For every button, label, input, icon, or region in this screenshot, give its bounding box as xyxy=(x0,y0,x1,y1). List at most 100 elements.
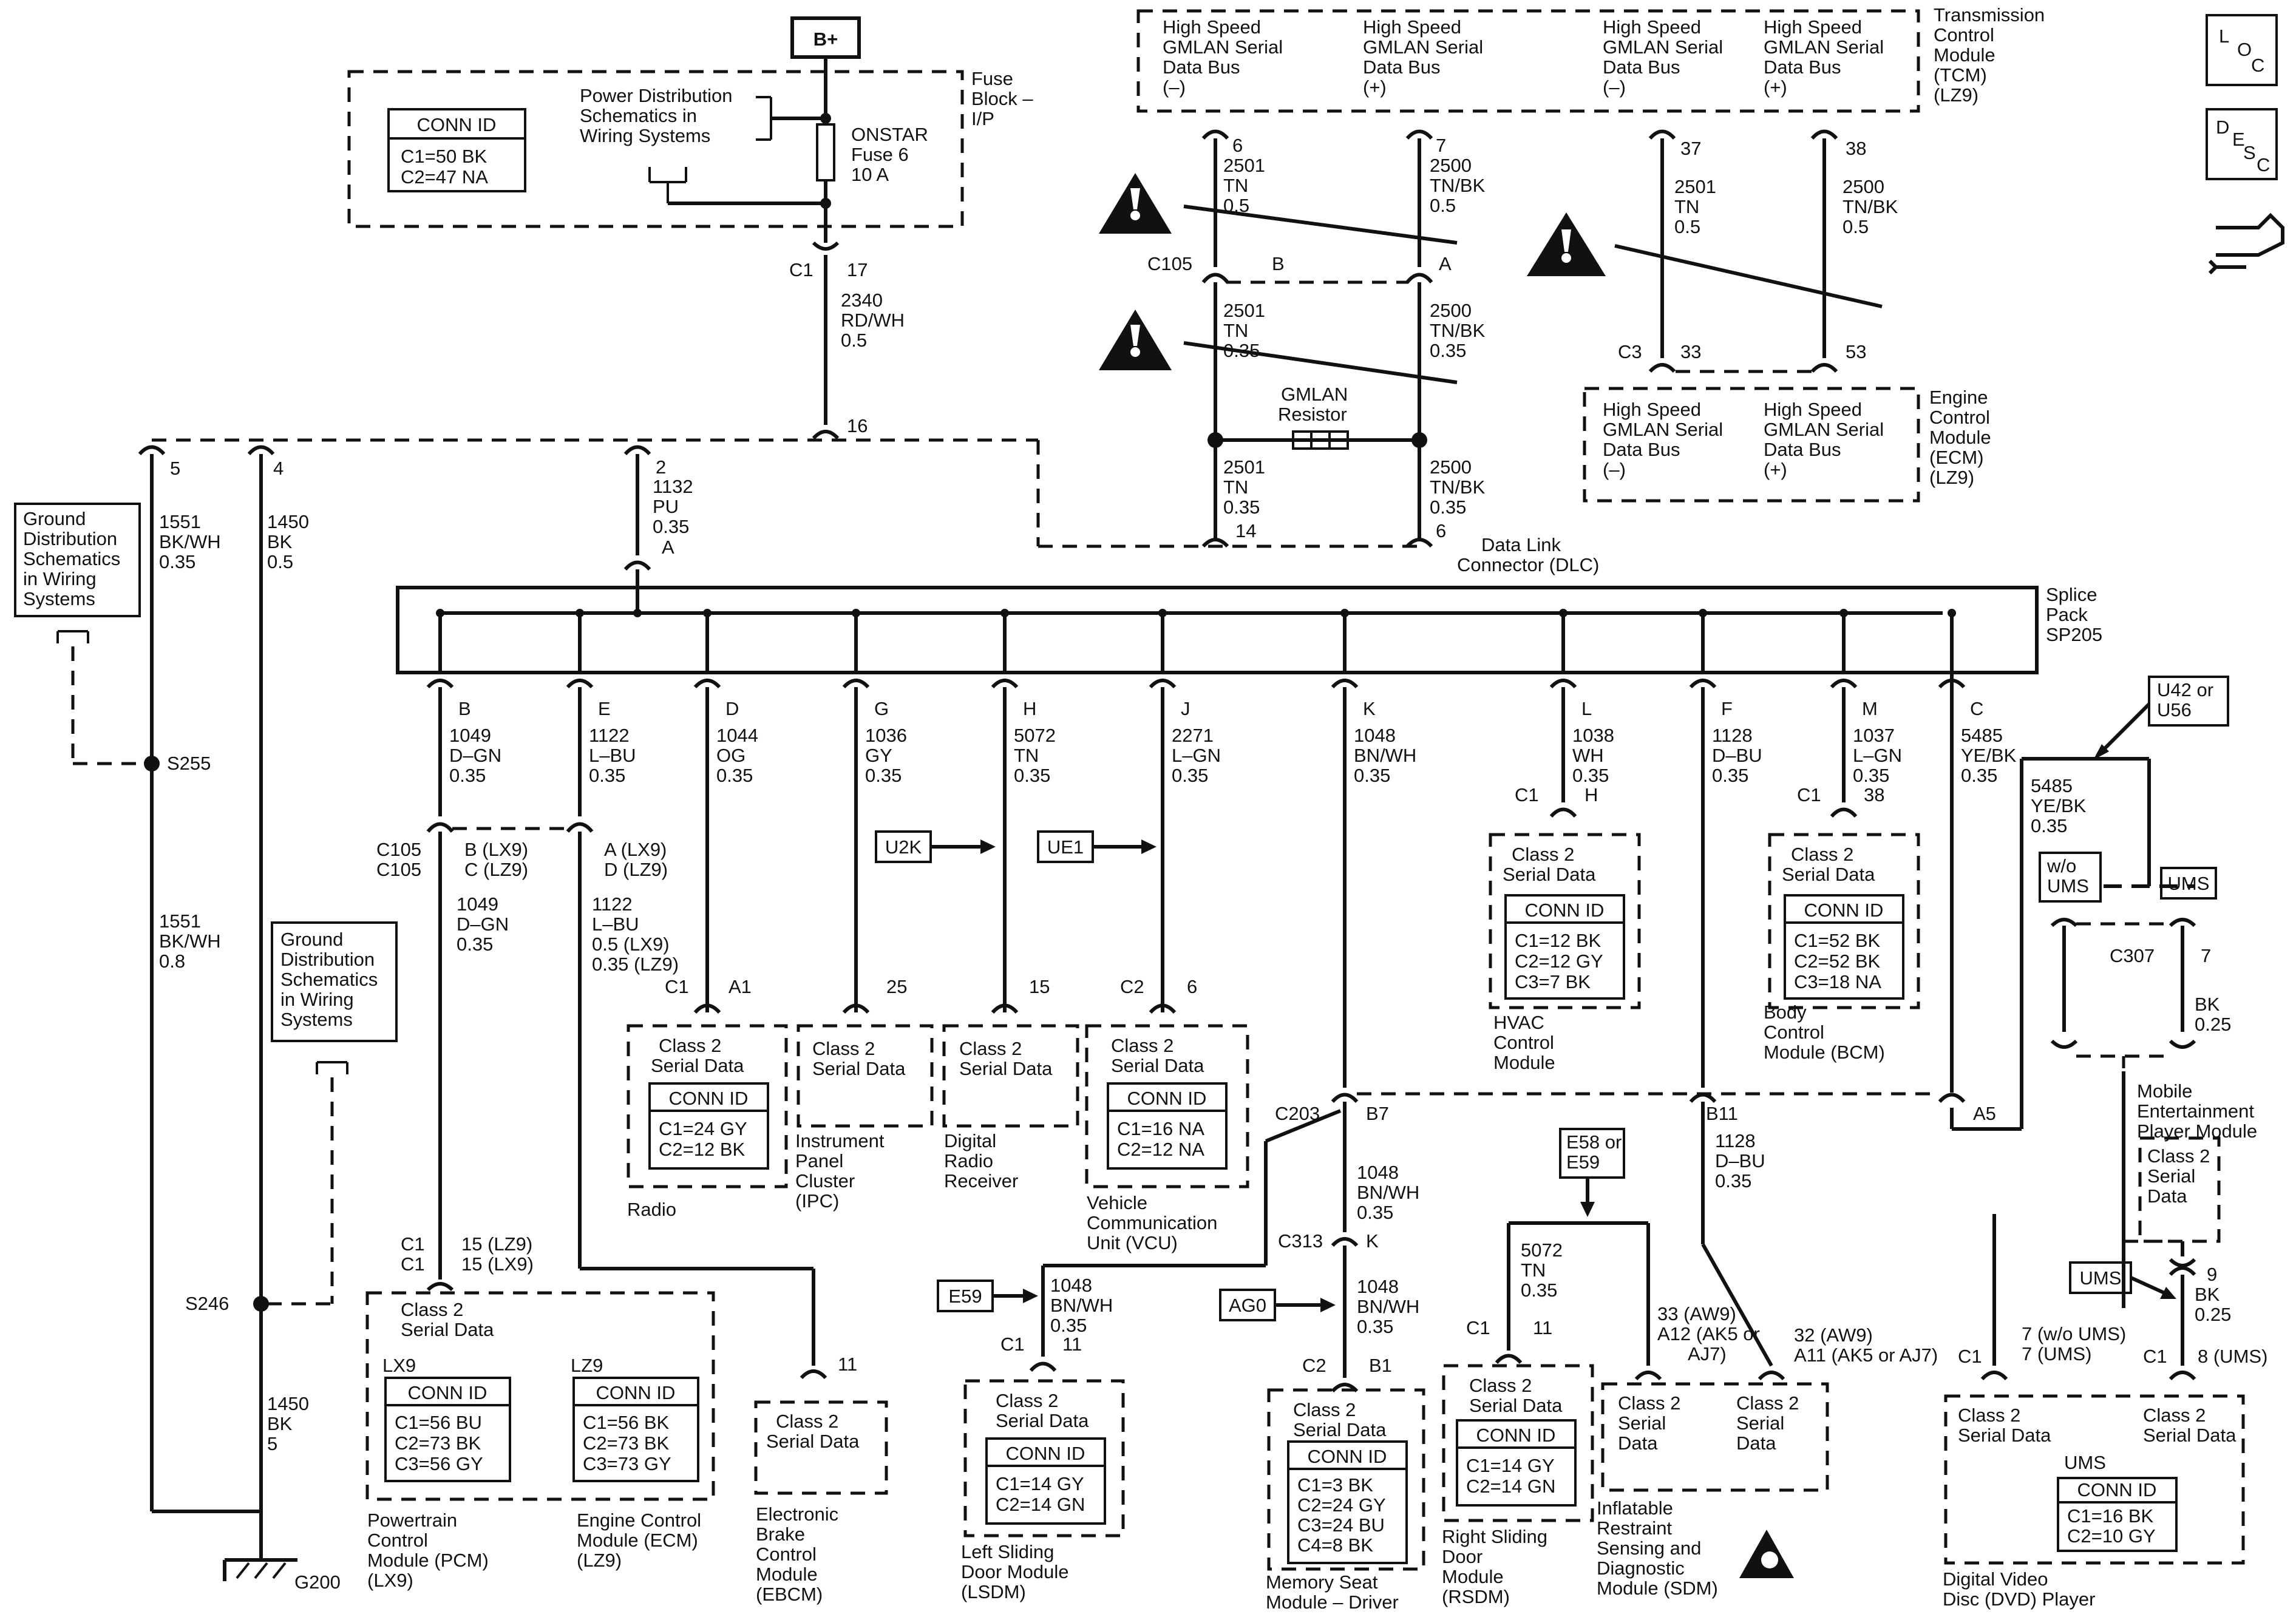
splice-input-gauge: 0.35 xyxy=(653,516,689,537)
branch-wire-label: D–GN xyxy=(449,745,501,766)
splice-input-color: PU xyxy=(653,496,679,517)
pcm-lx9-c1: C1=56 BU xyxy=(395,1412,482,1433)
power-label: B+ xyxy=(813,29,838,50)
bcm-conn-title: CONN ID xyxy=(1804,900,1884,921)
splice-branches: B1049D–GN0.35E1122L–BU0.35D1044OG0.35G10… xyxy=(426,609,2017,1088)
desc-icon-s: S xyxy=(2243,142,2256,163)
rsdm-w-gauge: 0.35 xyxy=(1521,1280,1557,1301)
dlc-wml-circuit: 2501 xyxy=(1223,300,1265,321)
branch-wire-label: 0.35 xyxy=(589,765,625,786)
branch-pin-label: J xyxy=(1181,698,1190,719)
ground-w1-circuit: 1551 xyxy=(159,511,201,532)
ground-w3-color: BK/WH xyxy=(159,931,221,952)
rsdm-conn-title: CONN ID xyxy=(1476,1425,1556,1446)
msm-c2: C2=24 GY xyxy=(1297,1494,1386,1516)
dvd-c2: C2=10 GY xyxy=(2067,1525,2156,1547)
ground-wiring: 5 4 1551 BK/WH 0.35 1450 BK 0.5 S255 155… xyxy=(138,445,341,1593)
splice-input-node xyxy=(633,609,642,617)
dvd-ums-label: UMS xyxy=(2064,1452,2106,1473)
desc-icon-d: D xyxy=(2216,117,2229,138)
loc-icon-c: C xyxy=(2251,55,2264,76)
pcm-pin-lx9: 15 (LX9) xyxy=(461,1253,534,1275)
hvac-conn: C1 xyxy=(1515,784,1539,805)
dvd-pin-b: 8 (UMS) xyxy=(2198,1346,2267,1367)
dlc-wmr-circuit: 2500 xyxy=(1430,300,1472,321)
sdm-w-gauge: 0.35 xyxy=(1715,1170,1751,1192)
legend-icons: L O C D E S C xyxy=(2206,14,2284,275)
hvac-c1: C1=12 BK xyxy=(1515,930,1601,951)
pcm-conn-1: C1 xyxy=(401,1233,425,1255)
radio-conn-title: CONN ID xyxy=(669,1088,749,1109)
ground-g200-label: G200 xyxy=(294,1571,341,1593)
c307-label: C307 xyxy=(2110,945,2155,966)
mepm-w-gauge: 0.35 xyxy=(2031,815,2067,836)
dlc-wmr-color: TN/BK xyxy=(1430,320,1486,341)
dvd-ums-option: UMS xyxy=(2080,1267,2122,1289)
feed-color: RD/WH xyxy=(841,310,905,331)
lsdm-c2: C2=14 GN xyxy=(996,1494,1085,1515)
branch-node xyxy=(1699,609,1707,617)
branch-wire-label: TN xyxy=(1014,745,1039,766)
ground-w3-gauge: 0.8 xyxy=(159,951,185,972)
msm-option: AG0 xyxy=(1229,1295,1266,1316)
branch-wire-label: 1044 xyxy=(716,725,758,746)
feed-pin: 17 xyxy=(847,259,868,280)
rsdm-w-color: TN xyxy=(1521,1259,1546,1281)
vcu-c1: C1=16 NA xyxy=(1117,1118,1204,1139)
branch-pin-label: F xyxy=(1721,698,1733,719)
feed-circuit-2340: C1 17 2340 RD/WH 0.5 16 xyxy=(789,241,905,440)
branch-terminal xyxy=(1549,679,1577,689)
tcm-wl-gauge: 0.5 xyxy=(1674,216,1700,237)
c203-pin-b7: B7 xyxy=(1366,1103,1389,1124)
ground-w4-circuit: 1450 xyxy=(267,1393,309,1414)
branch-pin-label: D xyxy=(725,698,739,719)
c313-pin: K xyxy=(1366,1230,1379,1252)
caution-icon xyxy=(1527,212,1606,276)
mepm-ums-option: UMS xyxy=(2168,873,2210,894)
dvd-pin-a1: 7 (w/o UMS) xyxy=(2022,1323,2126,1344)
branch-node xyxy=(852,609,860,617)
fuse-block-conn-c1: C1=50 BK xyxy=(401,146,487,167)
branch-node xyxy=(1839,609,1848,617)
ground-symbol-g200: G200 xyxy=(223,1558,341,1593)
k-w2-gauge: 0.35 xyxy=(1357,1316,1393,1337)
pcm-wb-gauge: 0.35 xyxy=(457,934,493,955)
desc-icon-e: E xyxy=(2232,129,2245,150)
hvac-conn-title: CONN ID xyxy=(1525,900,1605,921)
ground-w2-gauge: 0.5 xyxy=(267,551,293,572)
pcm-we-gauge-lx9: 0.5 (LX9) xyxy=(592,934,670,955)
pcm-lz9-c2: C2=73 BK xyxy=(583,1432,670,1454)
ground-w4-gauge: 5 xyxy=(267,1433,277,1454)
vcu-pin: 6 xyxy=(1187,976,1197,997)
dlc-pin-7: 7 xyxy=(1436,135,1446,156)
msm-c1: C1=3 BK xyxy=(1297,1474,1373,1496)
dvd-conn-title: CONN ID xyxy=(2077,1479,2157,1500)
